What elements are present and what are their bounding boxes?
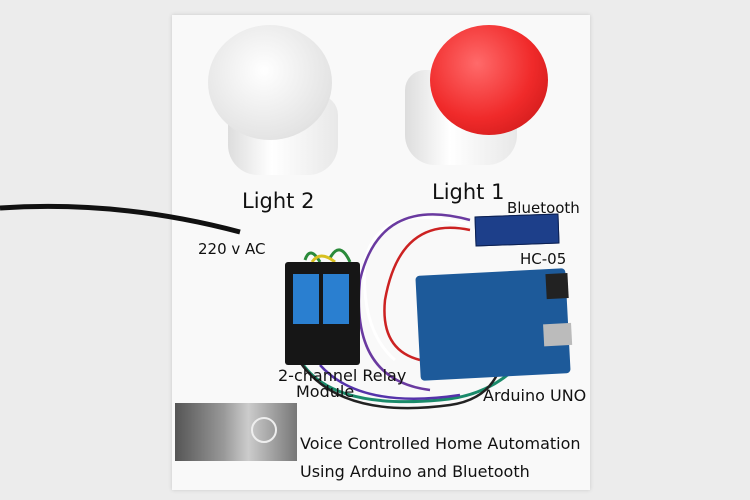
microphone-icon xyxy=(251,417,277,443)
title-line1: Voice Controlled Home Automation xyxy=(300,434,581,453)
light2-label: Light 2 xyxy=(242,189,315,213)
bluetooth-module xyxy=(474,213,560,247)
light2-bulb[interactable] xyxy=(208,25,332,140)
power-jack xyxy=(545,273,569,300)
light1-label: Light 1 xyxy=(432,180,505,204)
ac-label: 220 v AC xyxy=(198,240,266,258)
relay-label-line2: Module xyxy=(296,382,355,401)
light1-bulb[interactable] xyxy=(430,25,548,135)
relay-label-line1: 2-channel Relay xyxy=(278,366,407,385)
relay-2 xyxy=(323,274,349,324)
relay-label: 2-channel Relay Module xyxy=(278,368,406,400)
voice-control-image xyxy=(175,403,297,461)
bluetooth-label: Bluetooth xyxy=(507,199,580,217)
relay-1 xyxy=(293,274,319,324)
hc05-label: HC-05 xyxy=(520,250,567,268)
arduino-label: Arduino UNO xyxy=(483,386,587,405)
usb-port xyxy=(543,322,573,347)
relay-module xyxy=(285,262,360,365)
title-line2: Using Arduino and Bluetooth xyxy=(300,462,530,481)
arduino-uno-board xyxy=(415,268,573,381)
ac-cable xyxy=(0,203,241,235)
